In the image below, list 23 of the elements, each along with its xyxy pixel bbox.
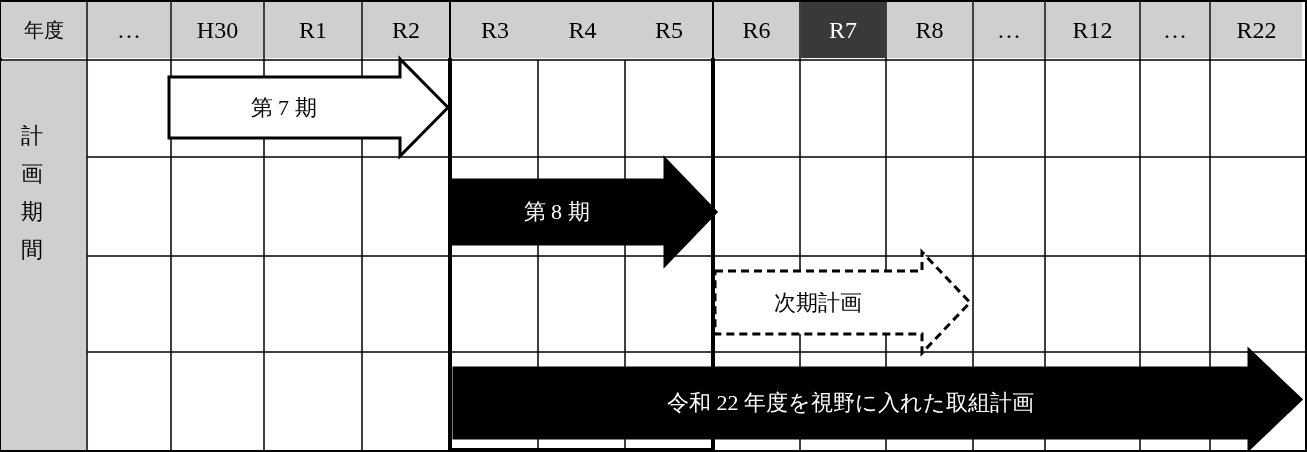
period-marker (713, 250, 972, 355)
year-label: R1 (265, 2, 361, 58)
year-label: … (974, 2, 1044, 58)
year-label: R6 (714, 2, 799, 58)
year-label: R3 (451, 2, 539, 58)
year-label: R7 (801, 2, 885, 58)
year-label: R8 (887, 2, 972, 58)
year-label: … (1141, 2, 1209, 58)
year-label: R5 (626, 2, 712, 58)
period-marker (167, 57, 450, 158)
year-label: … (88, 2, 170, 58)
year-label: H30 (172, 2, 263, 58)
year-label: R2 (363, 2, 449, 58)
row-heading: 計画期間 (1, 61, 86, 450)
column-heading: 年度 (1, 2, 86, 58)
arrow-label: 次期計画 (772, 288, 863, 317)
arrow-label: 令和 22 年度を視野に入れた取組計画 (666, 389, 1035, 417)
year-label: R22 (1211, 2, 1302, 58)
year-label: R4 (539, 2, 626, 58)
year-label: R12 (1046, 2, 1139, 58)
period-marker (452, 348, 1303, 451)
arrow-label: 第 7 期 (249, 93, 318, 122)
arrow-label: 第 8 期 (522, 198, 591, 226)
